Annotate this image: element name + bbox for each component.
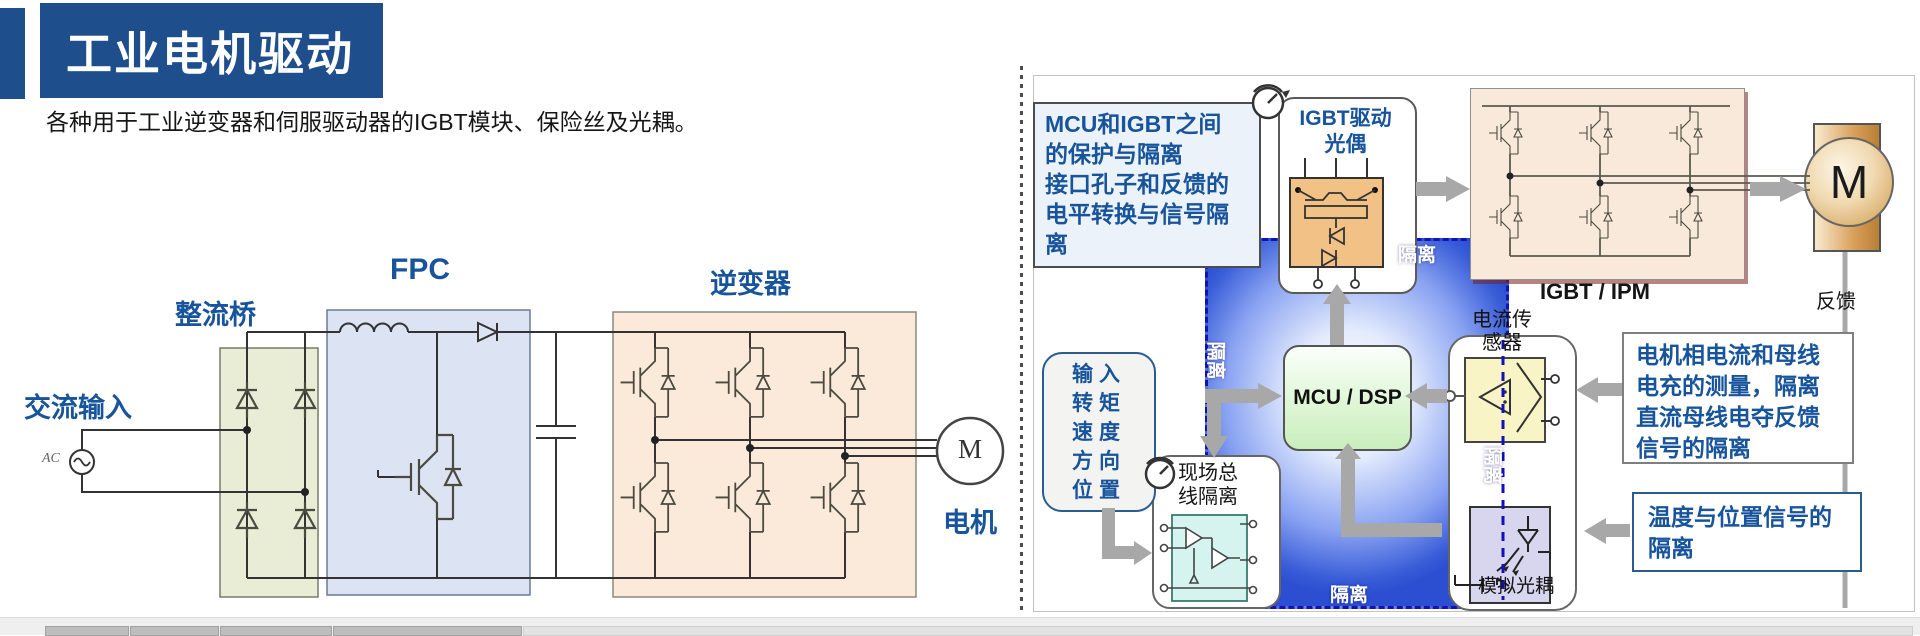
- fpc-box: [326, 309, 531, 596]
- vertical-dotted-divider: [1020, 66, 1023, 610]
- callout-mcu-igbt: MCU和IGBT之间 的保护与隔离 接口孔子和反馈的 电平转换与信号隔 离: [1033, 102, 1261, 268]
- table-header-segment: [220, 626, 332, 636]
- subtitle: 各种用于工业逆变器和伺服驱动器的IGBT模块、保险丝及光耦。: [46, 109, 698, 135]
- callout-temperature: 温度与位置信号的 隔离: [1632, 492, 1862, 572]
- optocoupler-chip-icon: [1289, 158, 1384, 289]
- page-title: 工业电机驱动: [66, 27, 354, 80]
- arrow-inputbox-v: [1102, 508, 1115, 552]
- igbt-ipm-label: IGBT / IPM: [1540, 279, 1650, 304]
- field-bus-icon: [1159, 514, 1258, 602]
- table-header-segment: [45, 626, 129, 636]
- table-header-segment: [130, 626, 219, 636]
- isolation-label-left: 隔离: [1204, 341, 1226, 380]
- motor-m-left-label: M: [957, 434, 982, 464]
- gauge-icon: [1144, 456, 1176, 490]
- analog-opto-label: 模拟光耦: [1478, 576, 1555, 597]
- ac-source-icon: [69, 449, 95, 475]
- current-sensor-icon: [1444, 357, 1560, 443]
- arrow-analog-to-mcu-v: [1341, 459, 1355, 537]
- arrow-callout-temp: [1584, 518, 1630, 544]
- ac-input-label: 交流输入: [24, 393, 132, 423]
- arrow-ipm-to-motor: [1750, 176, 1806, 202]
- motor-circle-left: [935, 416, 1005, 486]
- input-torque-speed-box: 输入 转矩 速度 方向 位置: [1042, 352, 1156, 512]
- feedback-label: 反馈: [1816, 291, 1856, 313]
- boost-diode-icon: [477, 321, 500, 343]
- flow-arrows: [1102, 176, 1806, 565]
- motor-m-label: M: [1829, 156, 1869, 208]
- table-header-segment: [333, 626, 522, 636]
- left-circuit: [69, 309, 1005, 598]
- arrow-analog-to-mcu-h: [1348, 523, 1442, 537]
- analog-optocoupler-icon: [1454, 506, 1551, 604]
- igbt-driver-label: IGBT驱动 光偶: [1299, 107, 1392, 156]
- arrow-inputbox-head: [1134, 541, 1152, 565]
- arrow-callout-current: [1576, 377, 1622, 403]
- arrow-input-to-mcu: [1205, 383, 1282, 409]
- gauge-icon: [1251, 84, 1290, 120]
- isolation-label-top: 隔离: [1398, 245, 1437, 266]
- arrow-mcu-to-driver: [1323, 284, 1351, 345]
- fpc-label: FPC: [390, 253, 450, 286]
- arrow-branch-to-fieldbus: [1200, 403, 1228, 458]
- callout-current-measure: 电机相电流和母线 电充的测量，隔离 直流母线电夺反馈 信号的隔离: [1622, 332, 1854, 464]
- arrow-sensor-to-mcu: [1405, 383, 1447, 409]
- inverter-box: [612, 311, 917, 598]
- accent-bar: [0, 8, 25, 99]
- ac-source-label: AC: [42, 451, 60, 466]
- motor-right: M: [1804, 137, 1894, 227]
- isolation-label-right: 隔离: [1481, 446, 1503, 485]
- rectifier-label: 整流桥: [175, 300, 256, 330]
- mcu-dsp-block: MCU / DSP: [1283, 345, 1412, 451]
- mcu-dsp-label: MCU / DSP: [1293, 386, 1402, 409]
- table-header-segment: [523, 626, 1913, 636]
- arrow-driver-to-ipm: [1416, 176, 1470, 202]
- motor-label-left: 电机: [943, 508, 997, 538]
- current-sensor-label: 电流传 感器: [1472, 309, 1532, 354]
- capacitor-icon: [536, 332, 576, 578]
- rectifier-box: [219, 347, 319, 598]
- field-bus-label: 现场总 线隔离: [1178, 462, 1238, 508]
- bottom-table-strip: [0, 617, 1920, 636]
- arrow-inputbox-h: [1102, 546, 1134, 559]
- title-box: 工业电机驱动: [40, 3, 383, 98]
- circuit-wires: [81, 322, 937, 579]
- isolation-label-bottom: 隔离: [1330, 585, 1369, 606]
- inverter-label: 逆变器: [710, 269, 791, 299]
- igbt-ipm-internals: [1482, 105, 1810, 257]
- arrow-analog-to-mcu-head: [1335, 443, 1361, 459]
- inductor-icon: [339, 322, 409, 333]
